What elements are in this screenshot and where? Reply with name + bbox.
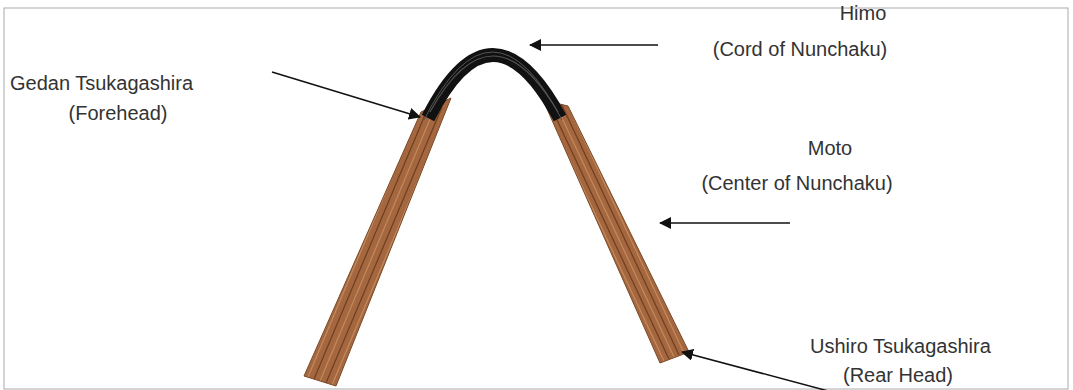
part-name: Himo xyxy=(840,2,887,25)
part-name: Gedan Tsukagashira xyxy=(10,72,193,95)
frame xyxy=(4,8,1068,389)
leader-arrow xyxy=(530,44,658,46)
part-name: Ushiro Tsukagashira xyxy=(810,335,991,358)
right-stick xyxy=(543,99,689,363)
leader-arrow xyxy=(660,222,790,224)
part-name: Moto xyxy=(808,137,852,160)
leader-arrow xyxy=(682,352,832,390)
part-gloss: (Forehead) xyxy=(69,102,168,125)
part-gloss: (Rear Head) xyxy=(843,364,953,387)
left-stick xyxy=(304,98,451,386)
leader-arrow xyxy=(272,72,420,117)
part-gloss: (Cord of Nunchaku) xyxy=(713,38,888,61)
part-gloss: (Center of Nunchaku) xyxy=(701,172,892,195)
cord xyxy=(424,52,562,120)
